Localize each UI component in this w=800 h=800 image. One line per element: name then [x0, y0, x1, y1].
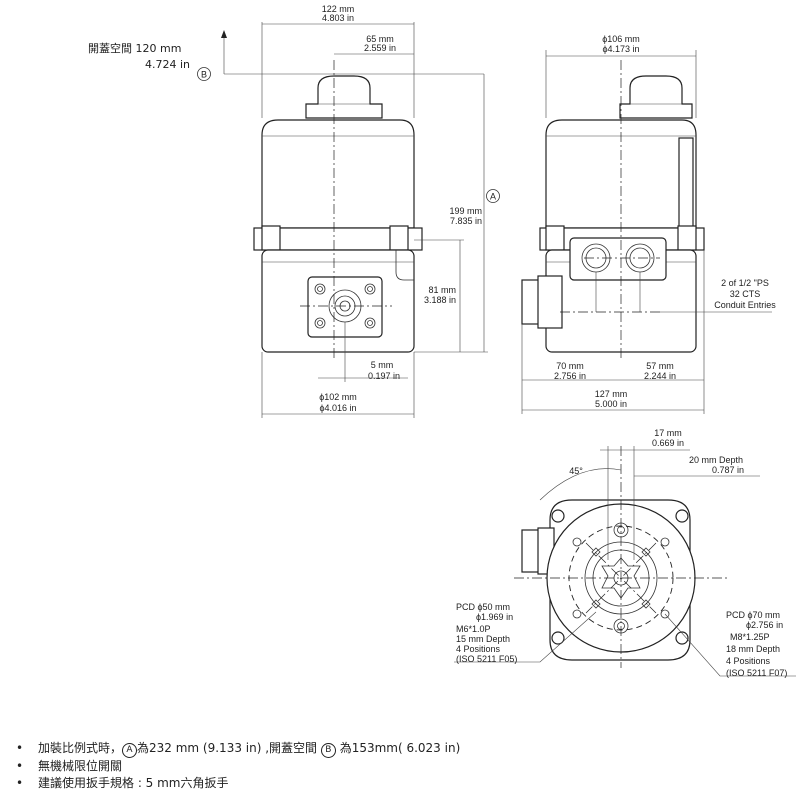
f07-line-1: PCD ϕ70 mm: [726, 610, 780, 620]
dim-height-mm: 199 mm: [449, 206, 482, 216]
f05-line-4: 15 mm Depth: [456, 634, 510, 644]
note-bullet: •: [16, 741, 24, 755]
f07-line-2: ϕ2.756 in: [746, 620, 783, 630]
dim-offset-in: 2.559 in: [364, 43, 396, 53]
dim-base-dia-in: ϕ4.016 in: [319, 403, 356, 413]
front-view: 122 mm 4.803 in 65 mm 2.559 in 開蓋空間 120 …: [88, 4, 500, 418]
dim-flat-in: 0.669 in: [652, 438, 684, 448]
conduit-note-2: 32 CTS: [730, 289, 761, 299]
dim-cover-dia-mm: ϕ106 mm: [602, 34, 640, 44]
side-indicator-dome: [619, 75, 693, 119]
open-space-label: 開蓋空間 120 mm: [88, 41, 181, 55]
dim-width-mm: 122 mm: [322, 4, 355, 14]
dim-left-mm: 70 mm: [556, 361, 584, 371]
f05-line-6: (ISO 5211 F05): [456, 654, 517, 664]
angle-label: 45°: [569, 466, 583, 476]
dim-flat-mm: 17 mm: [654, 428, 682, 438]
note-1-mid: 為232 mm (9.133 in) ,開蓋空間: [137, 741, 318, 755]
dim-width-in: 4.803 in: [322, 13, 354, 23]
note-1-marker-b: B: [320, 743, 336, 758]
dim-right-mm: 57 mm: [646, 361, 674, 371]
dim-right-in: 2.244 in: [644, 371, 676, 381]
front-indicator-dome: [305, 75, 383, 119]
dim-total-in: 5.000 in: [595, 399, 627, 409]
dim-shaft-in: 0.197 in: [368, 371, 400, 381]
dim-height-in: 7.835 in: [450, 216, 482, 226]
note-bullet: •: [16, 776, 24, 790]
marker-a: [486, 189, 500, 203]
dim-lower-mm: 81 mm: [428, 285, 456, 295]
f05-line-2: ϕ1.969 in: [476, 612, 513, 622]
f07-line-3: M8*1.25P: [730, 632, 770, 642]
marker-a-letter: A: [490, 192, 496, 202]
dim-base-dia-mm: ϕ102 mm: [319, 392, 357, 402]
note-3-text: 建議使用扳手規格 : 5 mm六角扳手: [38, 776, 229, 790]
dim-offset-mm: 65 mm: [366, 34, 394, 44]
open-space-in: 4.724 in: [145, 58, 190, 71]
note-1-marker-a: A: [122, 743, 138, 758]
conduit-note-3: Conduit Entries: [714, 300, 776, 310]
f07-line-5: 4 Positions: [726, 656, 771, 666]
side-view: ϕ106 mm ϕ4.173 in 2 of 1/2 "PS 32 CTS Co…: [521, 34, 776, 414]
f05-line-3: M6*1.0P: [456, 624, 491, 634]
note-3: • 建議使用扳手規格 : 5 mm六角扳手: [16, 775, 460, 792]
dim-left-in: 2.756 in: [554, 371, 586, 381]
note-2: • 無機械限位開關: [16, 758, 460, 775]
f05-line-5: 4 Positions: [456, 644, 501, 654]
f07-line-4: 18 mm Depth: [726, 644, 780, 654]
front-cover: [261, 119, 415, 229]
conduit-note-1: 2 of 1/2 "PS: [721, 278, 769, 288]
note-2-text: 無機械限位開關: [38, 759, 123, 773]
dim-cover-dia-in: ϕ4.173 in: [602, 44, 639, 54]
front-flange-bolt-right: [389, 225, 409, 251]
depth-note-mm: 20 mm Depth: [689, 455, 743, 465]
marker-b: [197, 67, 211, 81]
depth-note-in: 0.787 in: [712, 465, 744, 475]
dim-total-mm: 127 mm: [595, 389, 628, 399]
f07-line-6: (ISO 5211 F07): [726, 668, 787, 678]
dim-shaft-mm: 5 mm: [371, 360, 394, 370]
note-bullet: •: [16, 759, 24, 773]
bottom-view: 17 mm 0.669 in 20 mm Depth 0.787 in 45° …: [454, 428, 796, 678]
f05-line-1: PCD ϕ50 mm: [456, 602, 510, 612]
marker-b-letter: B: [201, 70, 207, 80]
front-flange-bolt-left: [261, 225, 281, 251]
note-1-pre: 加裝比例式時，: [38, 741, 123, 755]
note-1-post: 為153mm( 6.023 in): [339, 741, 461, 755]
dim-lower-in: 3.188 in: [424, 295, 456, 305]
